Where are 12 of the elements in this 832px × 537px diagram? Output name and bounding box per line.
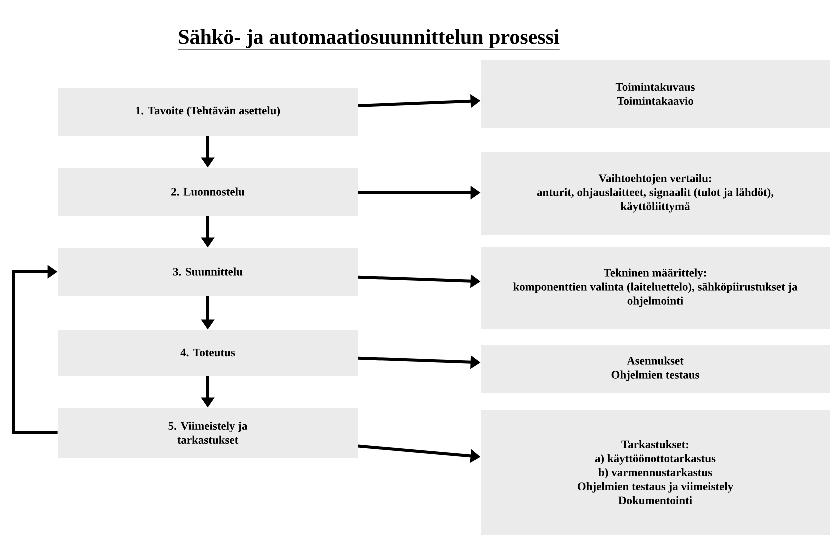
step-box: 2. Luonnostelu — [58, 168, 358, 216]
step-box: 3. Suunnittelu — [58, 248, 358, 296]
title: Sähkö- ja automaatiosuunnittelun prosessi — [178, 29, 560, 50]
description-box: Tekninen määrittely: komponenttien valinta (laiteluettelo), sähköpiirustukset ja ohjelmointi — [481, 247, 830, 329]
description-box: Toimintakuvaus Toimintakaavio — [481, 60, 830, 128]
description-box: Asennukset Ohjelmien testaus — [481, 345, 830, 393]
description-box: Tarkastukset: a) käyttöönottotarkastus b) varmennustarkastus Ohjelmien testaus ja viimeistely Dokumentointi — [481, 410, 830, 535]
step-box: 4. Toteutus — [58, 330, 358, 376]
arrow — [12, 265, 58, 434]
step-box: 1. Tavoite (Tehtävän asettelu) — [58, 88, 358, 136]
description-box: Vaihtoehtojen vertailu: anturit, ohjauslaitteet, signaalit (tulot ja lähdöt), käyttöliittymä — [481, 152, 830, 235]
step-box: 5. Viimeistely ja tarkastukset — [58, 408, 358, 458]
